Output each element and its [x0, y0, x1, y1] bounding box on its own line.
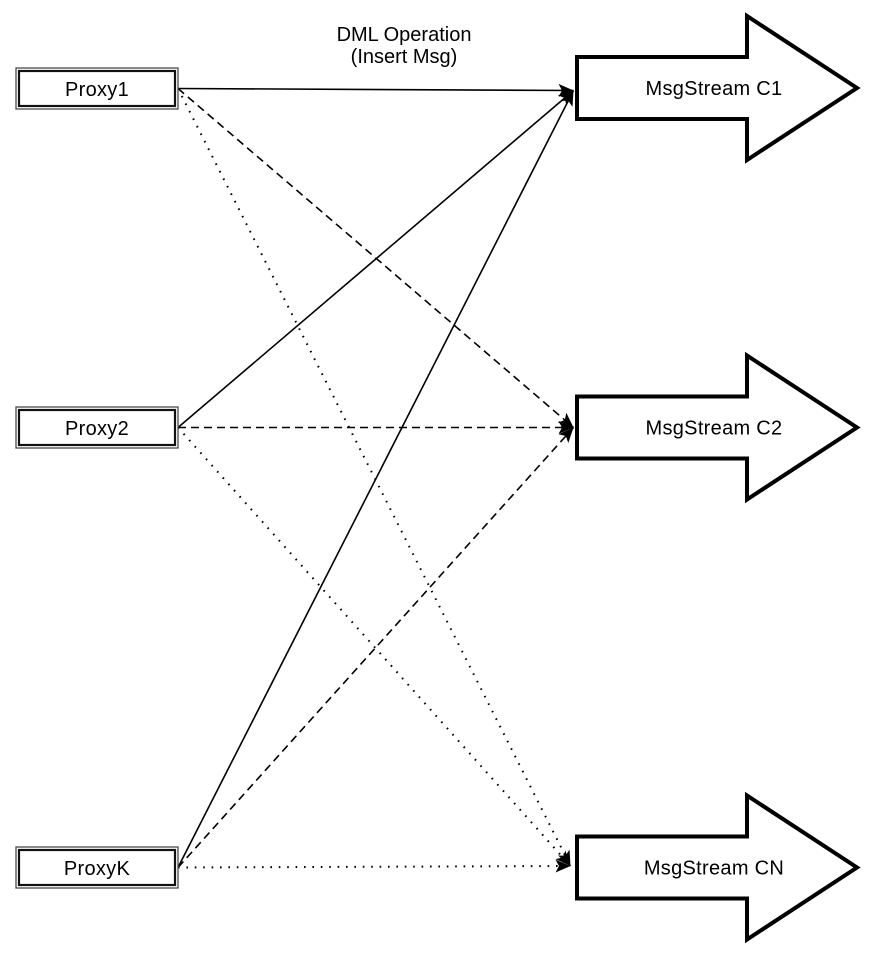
proxyk-node: ProxyK [15, 846, 179, 889]
proxy2-box [15, 406, 179, 449]
edge-proxyk-to-cn [177, 859, 571, 873]
proxyk-label: ProxyK [64, 858, 131, 880]
stream-c2-node: MsgStream C2 [575, 351, 861, 504]
edge-proxy1-to-c1 [177, 83, 574, 97]
edge-label: DML Operation (Insert Msg) [337, 24, 472, 68]
proxy2-box-inner [17, 408, 177, 447]
stream-c2-arrow-shape [575, 351, 861, 504]
stream-c2-label: MsgStream C2 [646, 418, 783, 440]
edge-label-line2: (Insert Msg) [351, 46, 458, 68]
edge-proxy1-to-c2 [177, 87, 575, 429]
stream-cn-arrow-shape [575, 791, 861, 944]
stream-c1-label: MsgStream C1 [646, 78, 783, 100]
edge-label-line1: DML Operation [337, 24, 472, 46]
stream-cn-node: MsgStream CN [575, 791, 861, 944]
edge-proxy1-to-cn [177, 88, 572, 867]
proxy1-box [15, 67, 179, 110]
stream-cn-label: MsgStream CN [644, 858, 784, 880]
edge-proxy2-to-cn [177, 426, 572, 867]
proxyk-box-inner [17, 848, 177, 887]
edges-layer [177, 83, 575, 873]
proxyk-box [15, 846, 179, 889]
stream-c1-arrow-shape [575, 12, 861, 164]
proxy2-node: Proxy2 [15, 406, 179, 449]
proxy1-node: Proxy1 [15, 67, 179, 110]
proxy1-label: Proxy1 [65, 79, 129, 101]
proxy2-label: Proxy2 [65, 418, 129, 440]
edge-proxyk-to-c2 [177, 426, 575, 869]
proxy1-box-inner [17, 69, 177, 108]
stream-c1-node: MsgStream C1 [575, 12, 861, 164]
